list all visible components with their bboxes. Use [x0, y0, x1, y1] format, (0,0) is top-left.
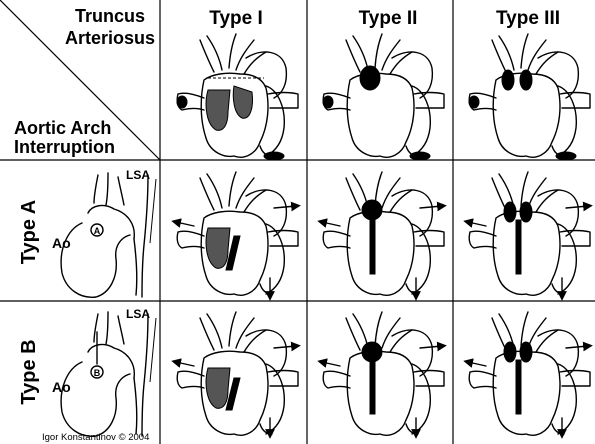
author-credit: Igor Konstantinov © 2004 [42, 432, 149, 443]
interruption-label-line1: Aortic Arch [14, 118, 111, 138]
interruption-label-line2: Interruption [14, 137, 115, 157]
column-headers: Type I Type II Type III [209, 8, 560, 29]
column-header-type-3: Type III [496, 8, 560, 29]
heart-a-type-1 [176, 172, 298, 296]
site-marker-a: A [94, 226, 101, 236]
aorta-label-a: Ao [52, 235, 71, 251]
heart-a-type-3 [468, 172, 590, 296]
column-header-type-1: Type I [209, 8, 263, 29]
truncus-label-line1: Truncus [75, 6, 145, 26]
heart-b-type-3 [468, 312, 590, 435]
aorta-label-b: Ao [52, 379, 71, 395]
row-labels: Type A Type B [18, 200, 40, 405]
column-header-type-2: Type II [359, 8, 418, 29]
heart-truncus-type-2 [323, 34, 444, 160]
row-label-type-a: Type A [18, 200, 40, 264]
anatomy-sketch-type-a: A Ao LSA [52, 168, 156, 297]
lsa-label-b: LSA [126, 307, 150, 321]
row-label-type-b: Type B [18, 339, 40, 404]
heart-truncus-type-3 [469, 34, 590, 160]
heart-b-type-2 [322, 312, 444, 435]
heart-truncus-type-1 [177, 34, 298, 160]
heart-b-type-1 [176, 312, 298, 435]
lsa-label-a: LSA [126, 168, 150, 182]
anatomy-sketch-type-b: B Ao LSA [52, 307, 156, 436]
truncus-label-line2: Arteriosus [65, 28, 155, 48]
heart-a-type-2 [322, 172, 444, 296]
site-marker-b: B [94, 368, 101, 378]
